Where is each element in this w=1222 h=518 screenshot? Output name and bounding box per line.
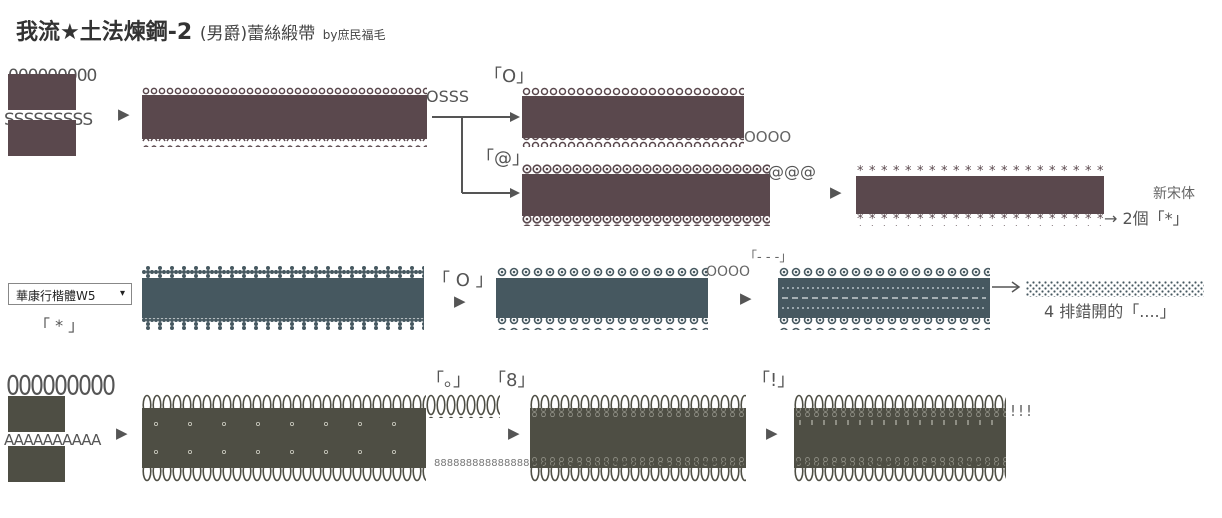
row1-ribbon-at (522, 164, 770, 226)
row1-at-overflow: @@@ (768, 162, 816, 181)
row3-quote-dot: 「。」 (426, 370, 471, 391)
row3-ribbon-merged (142, 394, 426, 482)
row2-quote-dash: 「- - -」 (744, 250, 793, 265)
step-arrow-icon: ▶ (454, 292, 466, 310)
step-arrow-icon: ▶ (830, 183, 842, 201)
row2-quote-o: 「 O 」 (432, 270, 494, 291)
row3-o-overflow-pattern (426, 394, 500, 418)
row1-o-overflow: OOOO (744, 128, 792, 146)
row3-eight-text: 888888888888888 (434, 458, 530, 469)
row2-ribbon-o (496, 266, 708, 330)
row3-excl-text: !!! (1010, 402, 1035, 420)
row2-o-overflow: OOOO (706, 264, 751, 280)
row3-swatch-bottom (8, 446, 65, 482)
row2-ribbon-dash (778, 266, 990, 330)
row1-quote-o: 「O」 (484, 66, 535, 87)
row3-quote-excl: 「!」 (752, 370, 796, 391)
row1-branch-connector (432, 112, 520, 198)
row3-input-a-text: AAAAAAAAAA (4, 431, 101, 449)
title-subtitle: (男爵)蕾絲緞帶 (199, 24, 316, 44)
row1-swatch-bottom (8, 120, 76, 156)
row1-merged-text: OSSS (426, 87, 470, 106)
row1-ribbon-o (522, 87, 744, 147)
row1-result-text: → 2個「*」 (1104, 209, 1189, 228)
row2-result-pattern (1026, 281, 1204, 297)
row2-result-arrow-icon (992, 281, 1021, 293)
row1-ribbon-star: * (856, 164, 1104, 226)
row1-font-name: 新宋体 (1153, 186, 1195, 202)
title-byline: by庶民福毛 (322, 28, 386, 42)
row2-ribbon-star (142, 266, 424, 330)
row1-quote-at: 「@」 (476, 148, 530, 169)
font-select-value: 華康行楷體W5 (16, 289, 96, 303)
step-arrow-icon: ▶ (740, 289, 752, 307)
row3-ribbon-8 (530, 394, 746, 482)
step-arrow-icon: ▶ (116, 424, 128, 442)
page-title: 我流★土法煉鋼-2 (男爵)蕾絲緞帶 by庶民福毛 (16, 14, 386, 46)
row2-result-text: 4 排錯開的「....」 (1044, 302, 1176, 321)
step-arrow-icon: ▶ (118, 105, 130, 123)
font-select-dropdown[interactable]: 華康行楷體W5 ▾ (8, 283, 132, 305)
row2-quote-star: 「 * 」 (34, 316, 85, 335)
step-arrow-icon: ▶ (508, 424, 520, 442)
step-arrow-icon: ▶ (766, 424, 778, 442)
row1-ribbon-merged (142, 87, 427, 147)
row3-quote-8: 「8」 (488, 370, 536, 391)
title-main: 我流★土法煉鋼-2 (16, 20, 193, 45)
row3-ribbon-excl (794, 394, 1006, 482)
row3-swatch-top (8, 396, 65, 432)
chevron-down-icon: ▾ (119, 288, 125, 299)
row1-swatch-top (8, 74, 76, 110)
